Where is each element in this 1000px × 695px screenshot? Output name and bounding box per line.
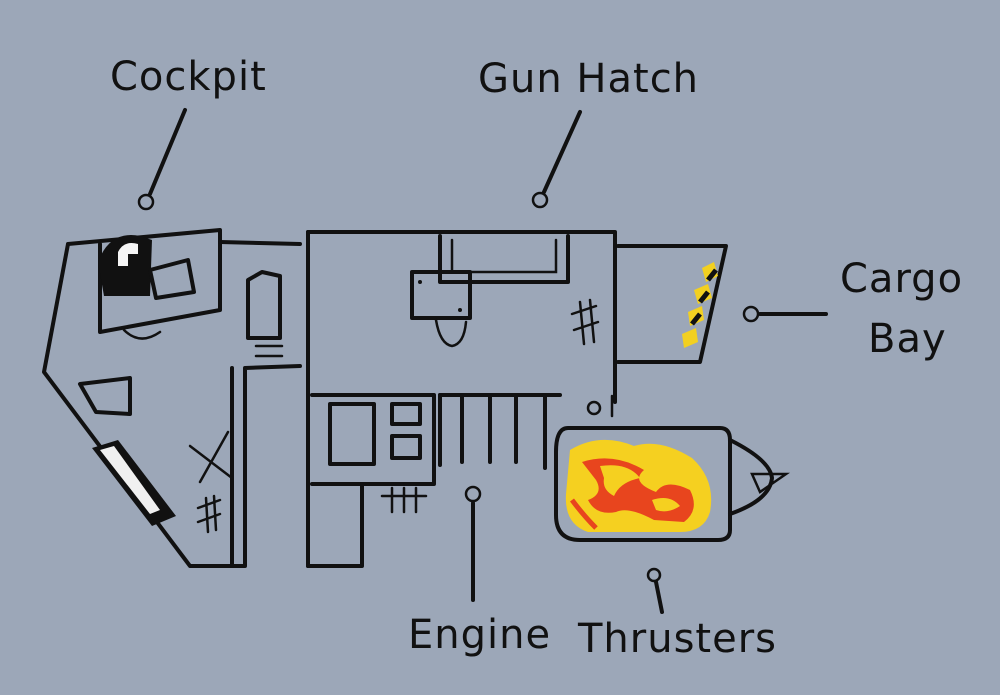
- leader-cockpit: [137, 108, 187, 211]
- central-scribble: [570, 298, 600, 346]
- thruster-bolt: [586, 394, 614, 418]
- leader-engine: [464, 485, 482, 602]
- label-cargo-bay-line2: Bay: [868, 316, 947, 362]
- label-thrusters: Thrusters: [577, 616, 777, 662]
- label-cockpit: Cockpit: [110, 54, 267, 100]
- hull-scribble: [188, 430, 234, 534]
- ship-hull: [42, 228, 791, 568]
- label-engine: Engine: [408, 612, 551, 658]
- leader-thrusters: [646, 567, 664, 614]
- hull-hatch: [78, 376, 132, 416]
- label-cargo-bay-line1: Cargo: [840, 256, 963, 302]
- label-gun-hatch: Gun Hatch: [478, 56, 699, 102]
- gun-turret-mount: [410, 270, 472, 348]
- cockpit-seat: [98, 235, 196, 340]
- leader-gun-hatch: [531, 110, 582, 209]
- floor-scribble: [380, 486, 428, 514]
- cockpit-console: [246, 270, 284, 358]
- thruster-flames: [565, 439, 712, 532]
- cargo-hazard-stripes: [682, 262, 718, 348]
- leader-cargo-bay: [742, 305, 828, 323]
- storage-lockers: [328, 402, 422, 466]
- hull-vent: [92, 440, 176, 526]
